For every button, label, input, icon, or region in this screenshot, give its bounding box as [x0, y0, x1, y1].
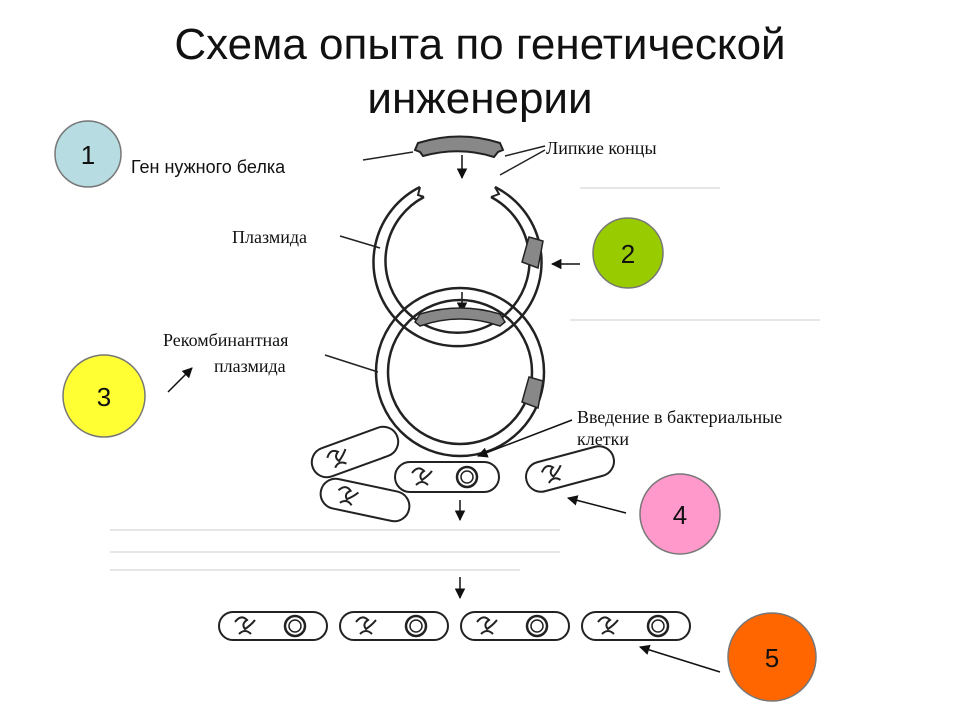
plasmid-marker-segment: [521, 236, 544, 270]
marker-3: 3: [62, 354, 146, 438]
title-line-2: инженерии: [367, 74, 593, 123]
recombinant-pointer-line: [324, 354, 379, 373]
bacterium-clone: [218, 611, 328, 641]
recombinant-label-line-1: Рекомбинантная: [163, 330, 288, 350]
inserted-gene-segment: [414, 307, 506, 327]
plasmid-open: [372, 185, 544, 348]
bacterium: [306, 421, 404, 483]
recombinant-plasmid: [374, 286, 546, 458]
sticky-ends-pointer-line-1: [504, 145, 546, 157]
marker-3-arrow: [167, 367, 193, 393]
bacterium-clone: [339, 611, 449, 641]
gene-label: Ген нужного белка: [131, 157, 286, 177]
introduction-pointer-arrow: [477, 419, 573, 458]
marker-3-number: 3: [97, 382, 111, 412]
marker-4-arrow: [566, 495, 627, 514]
bacterium-recombinant: [394, 461, 500, 493]
marker-5-arrow: [638, 644, 721, 673]
marker-5-number: 5: [765, 643, 779, 673]
plasmid-label: Плазмида: [232, 227, 307, 247]
gene-fragment: [413, 135, 505, 159]
marker-5: 5: [727, 612, 817, 702]
bacteria-row: [218, 611, 691, 641]
marker-4: 4: [639, 473, 721, 555]
scan-noise: [110, 187, 820, 571]
sticky-ends-pointer-line-2: [499, 149, 546, 176]
introduction-label-line-2: клетки: [577, 429, 629, 449]
page-title: Схема опыта по генетической инженерии: [0, 18, 960, 126]
plasmid-pointer-line: [339, 235, 381, 249]
marker-2: 2: [592, 217, 664, 289]
marker-4-number: 4: [673, 500, 687, 530]
marker-1-number: 1: [81, 140, 95, 170]
title-line-1: Схема опыта по генетической: [174, 20, 786, 69]
bacterium-clone: [460, 611, 570, 641]
bacterium: [521, 441, 619, 497]
gene-pointer-line: [362, 151, 414, 161]
marker-2-number: 2: [621, 239, 635, 269]
marker-1: 1: [54, 120, 122, 188]
recombinant-label-line-2: плазмида: [214, 356, 286, 376]
sticky-ends-label: Липкие концы: [546, 138, 657, 158]
bacterium-clone: [581, 611, 691, 641]
introduction-label-line-1: Введение в бактериальные: [577, 407, 782, 427]
